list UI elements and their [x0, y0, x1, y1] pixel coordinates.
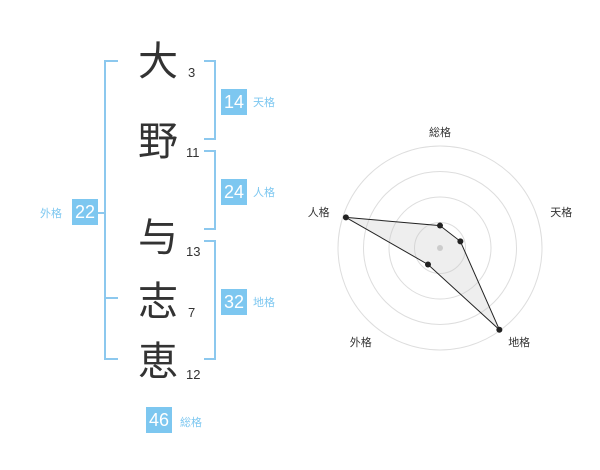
- radar-axis-label-jinkaku: 人格: [308, 205, 330, 219]
- soukaku-label: 総格: [180, 416, 202, 429]
- tenkaku-bracket: [204, 60, 216, 140]
- gaikaku-bracket: [104, 60, 118, 360]
- name-char-4: 志: [138, 279, 178, 325]
- radar-axis-label-chikaku: 地格: [508, 335, 530, 349]
- tenkaku-label: 天格: [253, 96, 275, 109]
- stroke-count-4: 7: [188, 305, 196, 320]
- stroke-count-3: 13: [186, 244, 201, 259]
- stroke-count-1: 3: [188, 65, 196, 80]
- jinkaku-value: 24: [221, 179, 247, 205]
- chikaku-bracket: [204, 240, 216, 360]
- radar-axis-label-tenkaku: 天格: [550, 205, 572, 219]
- chikaku-value: 32: [221, 289, 247, 315]
- radar-ring-4: [337, 145, 543, 351]
- name-char-3: 与: [138, 215, 178, 261]
- radar-chart: 総格 天格 地格 外格 人格: [308, 125, 572, 351]
- name-char-2: 野: [138, 119, 178, 165]
- radar-ring-3: [363, 171, 517, 325]
- radar-point-0: [437, 222, 443, 229]
- gaikaku-label: 外格: [40, 207, 62, 220]
- radar-point-3: [425, 261, 432, 268]
- jinkaku-bracket: [204, 150, 216, 230]
- chikaku-label: 地格: [253, 296, 275, 309]
- tenkaku-value: 14: [221, 89, 247, 115]
- radar-center-dot: [437, 245, 443, 251]
- radar-series-polygon: [345, 216, 500, 331]
- gaikaku-value: 22: [72, 199, 98, 225]
- name-char-1: 大: [138, 39, 178, 85]
- name-char-5: 恵: [138, 339, 178, 385]
- radar-points: [342, 214, 503, 333]
- radar-axis-label-gaikaku: 外格: [350, 335, 372, 349]
- radar-rings: [337, 145, 543, 351]
- radar-ring-2: [388, 196, 492, 300]
- stroke-count-5: 12: [186, 367, 201, 382]
- radar-point-4: [342, 214, 349, 221]
- radar-point-1: [457, 238, 464, 245]
- radar-ring-1: [414, 222, 466, 274]
- gaikaku-bracket-stem: [98, 212, 105, 214]
- stroke-count-2: 11: [186, 145, 200, 160]
- radar-point-2: [496, 326, 503, 333]
- gaikaku-bracket-mid-tick: [104, 297, 118, 299]
- radar-axis-label-soukaku: 総格: [429, 125, 451, 139]
- jinkaku-label: 人格: [253, 186, 275, 199]
- soukaku-value: 46: [146, 407, 172, 433]
